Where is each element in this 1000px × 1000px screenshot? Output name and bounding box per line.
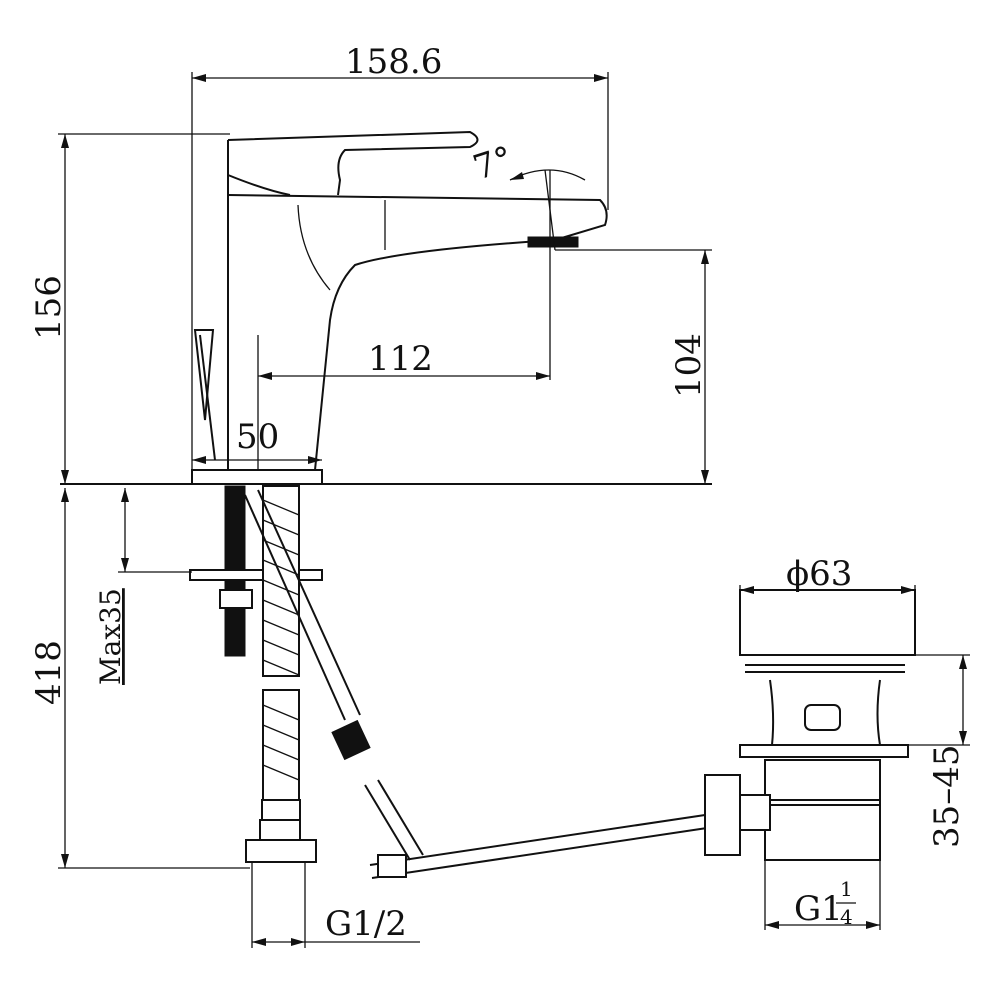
dim-spout-reach: 112	[368, 339, 433, 379]
faucet-body	[191, 130, 608, 485]
drain-assembly	[704, 589, 916, 861]
dim-drain-thread-den: 4	[840, 905, 853, 929]
dim-max-deck: Max35	[94, 588, 127, 685]
flexible-hose	[245, 485, 317, 863]
popup-rod	[244, 489, 708, 879]
dimension-lines	[58, 72, 970, 948]
dim-spout-height: 104	[669, 333, 709, 398]
dim-hose-length: 418	[29, 640, 69, 705]
dim-overall-width: 158.6	[345, 42, 442, 82]
mounting-rod	[189, 485, 323, 657]
dim-overall-height: 156	[29, 275, 69, 340]
dim-drain-diameter: ϕ63	[786, 554, 852, 594]
dim-drain-thread: G1	[794, 889, 843, 929]
dim-drain-adjust: 35–45	[927, 744, 967, 848]
dim-drain-thread-num: 1	[840, 877, 853, 901]
dim-hose-thread: G1/2	[325, 904, 407, 944]
dim-angle: 7°	[468, 139, 517, 189]
dim-base-diameter: 50	[236, 417, 279, 457]
